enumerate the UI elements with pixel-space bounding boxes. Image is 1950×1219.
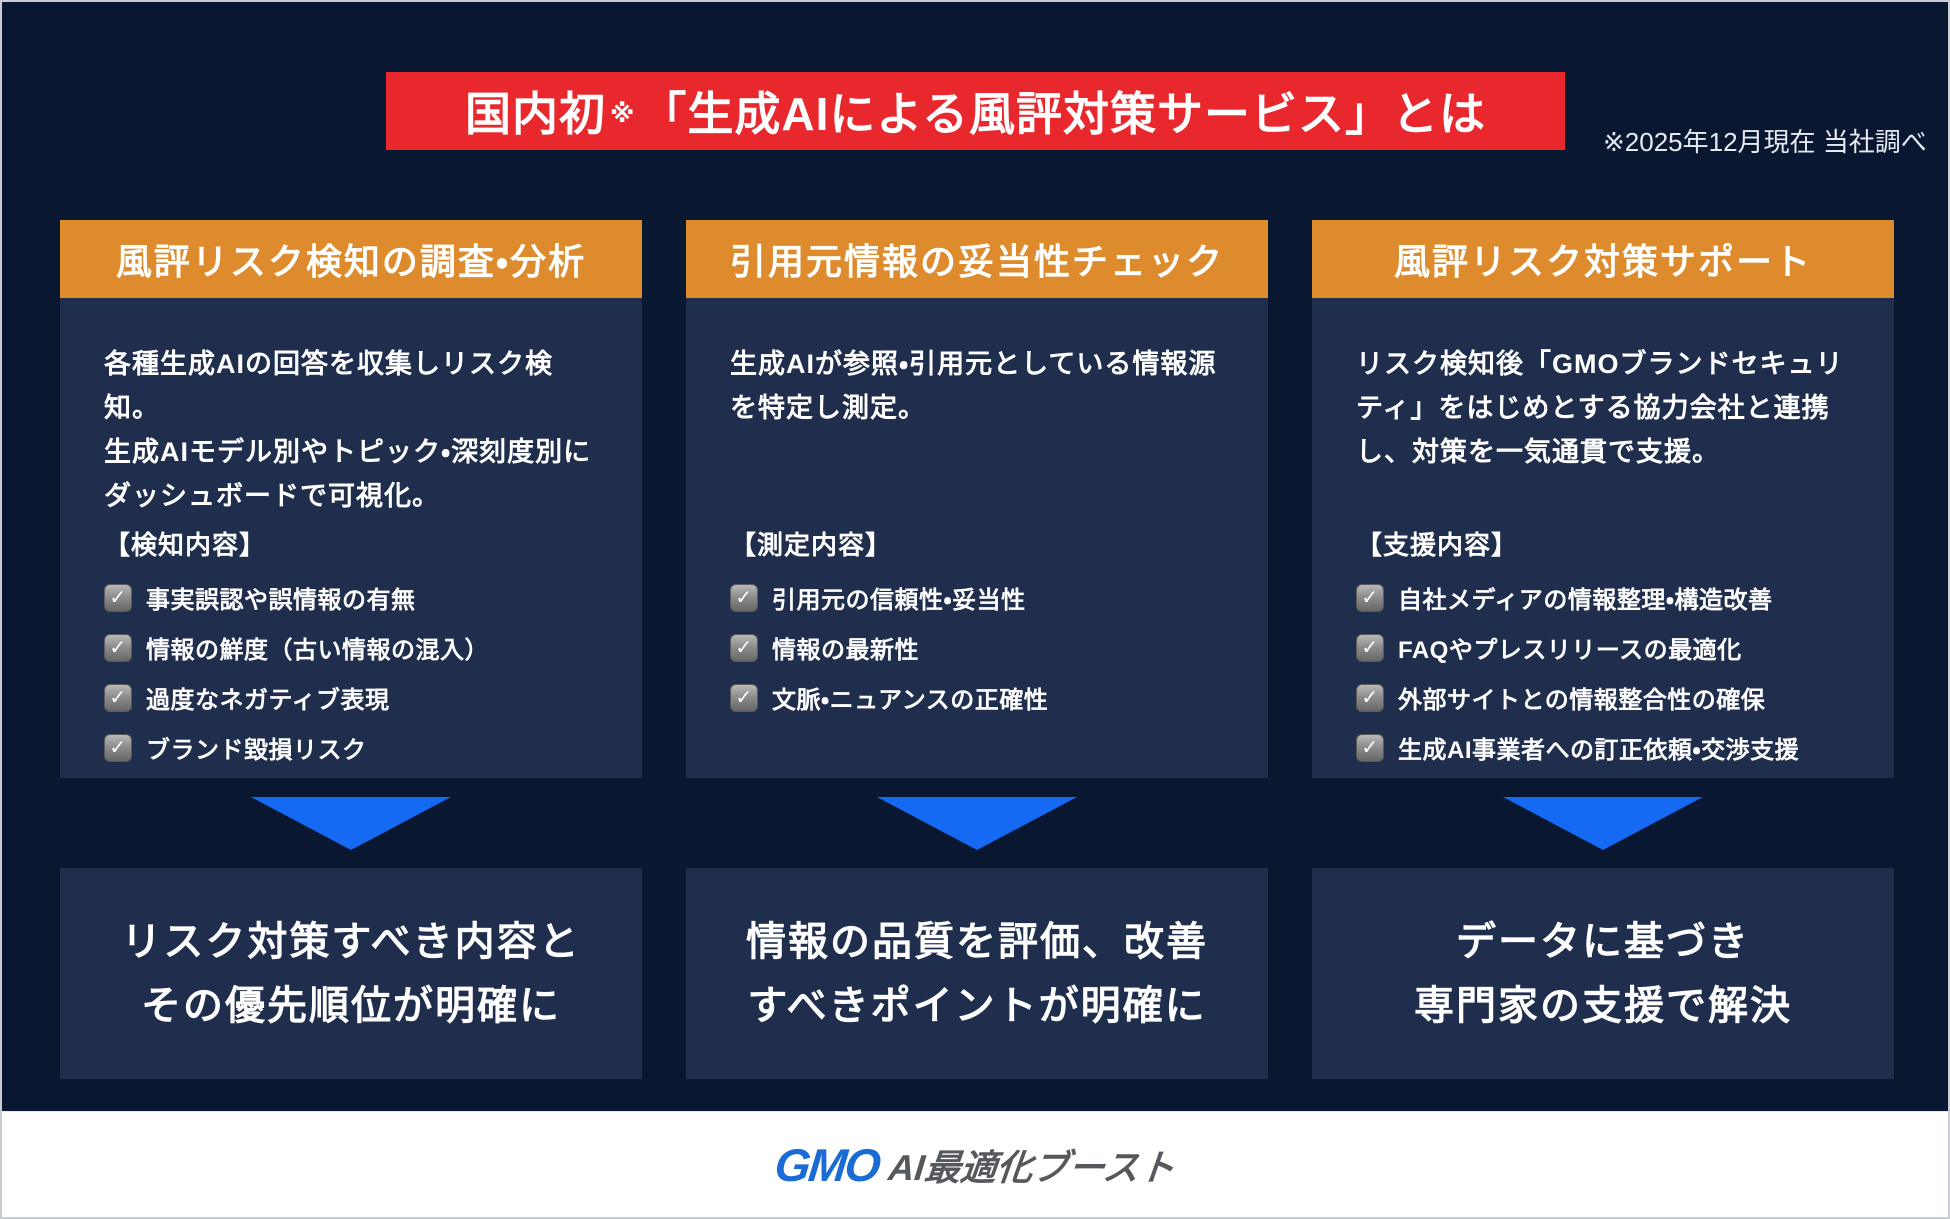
list-item: ✓ 事実誤認や誤情報の有無: [104, 580, 612, 615]
column-body: 各種生成AIの回答を収集しリスク検知。 生成AIモデル別やトピック・深刻度別に …: [60, 298, 642, 778]
list-item: ✓ 生成AI事業者への訂正依頼・交渉支援: [1356, 730, 1864, 765]
check-list: 【支援内容】 ✓ 自社メディアの情報整理・構造改善 ✓ FAQやプレスリリースの…: [1356, 525, 1864, 780]
list-item-label: 自社メディアの情報整理・構造改善: [1398, 587, 1773, 614]
column-countermeasure-support: 風評リスク対策サポート リスク検知後「GMOブランドセキュリ ティ」をはじめとす…: [1312, 220, 1894, 1079]
column-header: 引用元情報の妥当性チェック: [686, 220, 1268, 298]
footer: GMO AI最適化ブースト: [2, 1111, 1948, 1217]
result-line: 情報の品質を評価、改善: [746, 919, 1208, 964]
description-line: 各種生成AIの回答を収集しリスク検知。: [104, 349, 553, 423]
survey-note: ※2025年12月現在 当社調べ: [1603, 127, 1927, 157]
list-item-label: 情報の最新性: [772, 637, 919, 664]
check-icon: ✓: [104, 583, 132, 612]
gmo-wordmark: GMO: [772, 1138, 882, 1191]
check-list: 【測定内容】 ✓ 引用元の信頼性・妥当性 ✓ 情報の最新性 ✓ 文脈・ニュアンス…: [730, 525, 1238, 730]
check-icon: ✓: [1356, 583, 1384, 612]
result-box: データに基づき 専門家の支援で解決: [1312, 868, 1894, 1079]
description-line: ダッシュボードで可視化。: [104, 481, 440, 511]
column-risk-detection: 風評リスク検知の調査・分析 各種生成AIの回答を収集しリスク検知。 生成AIモデ…: [60, 220, 642, 1079]
list-item-label: ブランド毀損リスク: [146, 737, 367, 764]
column-header: 風評リスク対策サポート: [1312, 220, 1894, 298]
list-item: ✓ FAQやプレスリリースの最適化: [1356, 630, 1864, 665]
check-icon: ✓: [1356, 683, 1384, 712]
column-description: リスク検知後「GMOブランドセキュリ ティ」をはじめとする協力会社と連携 し、対…: [1356, 342, 1852, 474]
gmo-logo: GMO AI最適化ブースト: [772, 1138, 1177, 1192]
list-item-label: 外部サイトとの情報整合性の確保: [1398, 687, 1766, 714]
column-description: 生成AIが参照・引用元としている情報源 を特定し測定。: [730, 342, 1226, 430]
description-line: 生成AIが参照・引用元としている情報源: [730, 349, 1217, 379]
check-icon: ✓: [730, 683, 758, 712]
result-line: その優先順位が明確に: [141, 983, 561, 1028]
check-list-title: 【支援内容】: [1356, 530, 1519, 560]
result-box: 情報の品質を評価、改善 すべきポイントが明確に: [686, 868, 1268, 1079]
description-line: し、対策を一気通貫で支援。: [1356, 437, 1720, 467]
title-prefix: 国内初: [465, 88, 607, 140]
column-body: リスク検知後「GMOブランドセキュリ ティ」をはじめとする協力会社と連携 し、対…: [1312, 298, 1894, 778]
list-item-label: 事実誤認や誤情報の有無: [146, 587, 416, 614]
list-item: ✓ 情報の最新性: [730, 630, 1238, 665]
check-icon: ✓: [1356, 633, 1384, 662]
check-list-title: 【検知内容】: [104, 530, 267, 560]
list-item: ✓ 自社メディアの情報整理・構造改善: [1356, 580, 1864, 615]
list-item: ✓ 引用元の信頼性・妥当性: [730, 580, 1238, 615]
list-item: ✓ 外部サイトとの情報整合性の確保: [1356, 680, 1864, 715]
column-body: 生成AIが参照・引用元としている情報源 を特定し測定。 【測定内容】 ✓ 引用元…: [686, 298, 1268, 778]
list-item: ✓ 文脈・ニュアンスの正確性: [730, 680, 1238, 715]
gmo-service-name: AI最適化ブースト: [886, 1146, 1177, 1188]
check-list-title: 【測定内容】: [730, 530, 893, 560]
list-item: ✓ 情報の鮮度（古い情報の混入）: [104, 630, 612, 665]
column-header: 風評リスク検知の調査・分析: [60, 220, 642, 298]
list-item-label: 情報の鮮度（古い情報の混入）: [146, 637, 489, 664]
reference-mark-icon: ※: [610, 100, 635, 128]
result-box: リスク対策すべき内容と その優先順位が明確に: [60, 868, 642, 1079]
description-line: 生成AIモデル別やトピック・深刻度別に: [104, 437, 592, 467]
down-arrow-icon: [251, 797, 451, 850]
check-icon: ✓: [104, 633, 132, 662]
column-description: 各種生成AIの回答を収集しリスク検知。 生成AIモデル別やトピック・深刻度別に …: [104, 342, 600, 518]
list-item-label: 過度なネガティブ表現: [146, 687, 390, 714]
title-rest: 「生成AIによる風評対策サービス」とは: [640, 88, 1486, 140]
list-item-label: 生成AI事業者への訂正依頼・交渉支援: [1398, 737, 1800, 764]
check-icon: ✓: [104, 683, 132, 712]
down-arrow-icon: [877, 797, 1077, 850]
description-line: リスク検知後「GMOブランドセキュリ: [1356, 349, 1844, 379]
result-line: リスク対策すべき内容と: [121, 919, 581, 964]
column-source-validity: 引用元情報の妥当性チェック 生成AIが参照・引用元としている情報源 を特定し測定…: [686, 220, 1268, 1079]
result-line: 専門家の支援で解決: [1414, 983, 1792, 1028]
list-item: ✓ ブランド毀損リスク: [104, 730, 612, 765]
check-list: 【検知内容】 ✓ 事実誤認や誤情報の有無 ✓ 情報の鮮度（古い情報の混入） ✓ …: [104, 525, 612, 780]
description-line: を特定し測定。: [730, 393, 926, 423]
list-item-label: FAQやプレスリリースの最適化: [1398, 637, 1742, 664]
service-columns: 風評リスク検知の調査・分析 各種生成AIの回答を収集しリスク検知。 生成AIモデ…: [60, 220, 1894, 1079]
result-line: すべきポイントが明確に: [747, 983, 1207, 1028]
description-line: ティ」をはじめとする協力会社と連携: [1356, 393, 1830, 423]
title-banner: 国内初 ※ 「生成AIによる風評対策サービス」とは: [386, 72, 1565, 150]
down-arrow-icon: [1503, 797, 1703, 850]
check-icon: ✓: [1356, 733, 1384, 762]
list-item: ✓ 過度なネガティブ表現: [104, 680, 612, 715]
result-line: データに基づき: [1456, 919, 1750, 964]
check-icon: ✓: [104, 733, 132, 762]
check-icon: ✓: [730, 633, 758, 662]
list-item-label: 引用元の信頼性・妥当性: [772, 587, 1026, 614]
check-icon: ✓: [730, 583, 758, 612]
list-item-label: 文脈・ニュアンスの正確性: [772, 687, 1049, 714]
